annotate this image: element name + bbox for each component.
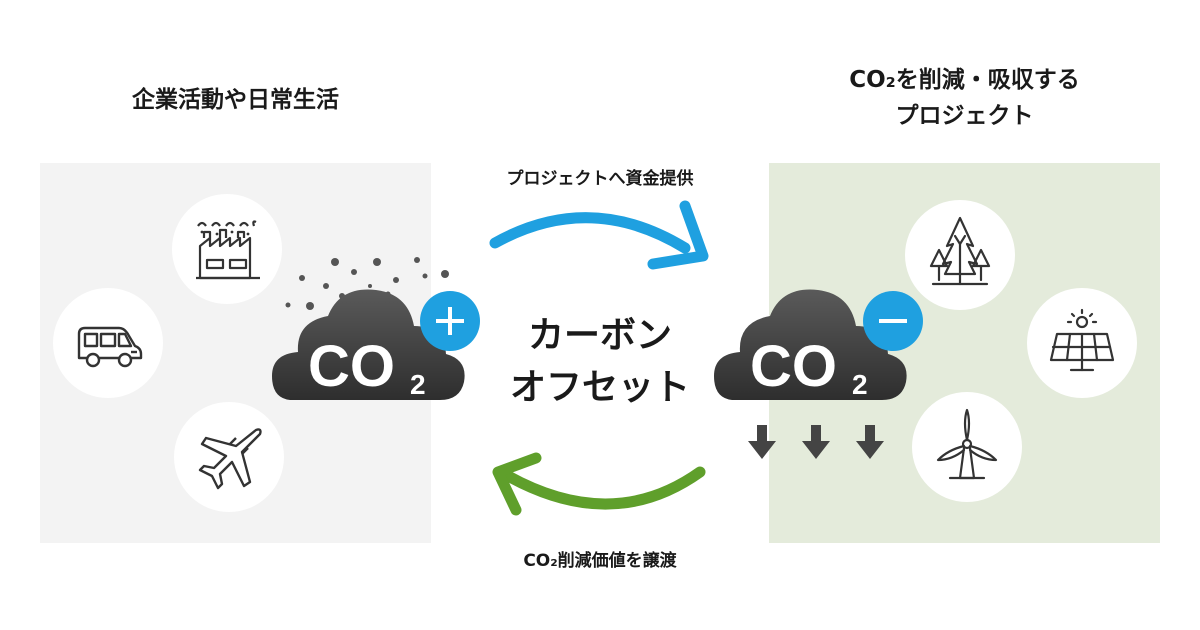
minus-badge-icon: [863, 291, 923, 351]
down-arrow-icon: [748, 425, 776, 459]
cloud-subscript-text-right: 2: [852, 369, 868, 400]
reduction-heading-line1: CO₂を削減・吸収する: [849, 67, 1080, 93]
wind-turbine-icon: [936, 408, 998, 480]
down-arrow-icon: [856, 425, 884, 459]
transfer-label: CO₂削減価値を譲渡: [523, 551, 677, 571]
co2-reduction-cloud: CO 2: [714, 289, 907, 400]
cloud-co-text-right: CO: [750, 334, 837, 399]
cloud-subscript-text: 2: [410, 369, 426, 400]
factory-icon: [196, 220, 260, 280]
forest-icon: [929, 216, 991, 286]
transfer-arrow: [492, 452, 706, 516]
forest-circle: [905, 200, 1015, 310]
plus-badge-icon: [420, 291, 480, 351]
car-circle: [53, 288, 163, 398]
co2-emission-cloud: CO 2: [272, 289, 465, 400]
airplane-icon: [198, 428, 262, 490]
solar-panel-icon: [1049, 308, 1115, 372]
down-arrow-icon: [802, 425, 830, 459]
funding-label: プロジェクトへ資金提供: [506, 169, 694, 189]
reduction-heading: CO₂を削減・吸収する プロジェクト: [769, 62, 1160, 134]
cloud-co-text: CO: [308, 334, 395, 399]
carbon-offset-line2: オフセット: [509, 367, 690, 408]
carbon-offset-line1: カーボン: [527, 315, 672, 356]
funding-arrow: [489, 200, 709, 270]
wind-circle: [912, 392, 1022, 502]
car-icon: [77, 326, 143, 368]
emission-heading: 企業活動や日常生活: [132, 87, 339, 113]
airplane-circle: [174, 402, 284, 512]
reduction-heading-line2: プロジェクト: [895, 103, 1034, 129]
factory-circle: [172, 194, 282, 304]
carbon-offset-title: カーボン オフセット: [470, 310, 730, 414]
solar-circle: [1027, 288, 1137, 398]
absorption-arrows: [748, 425, 884, 459]
